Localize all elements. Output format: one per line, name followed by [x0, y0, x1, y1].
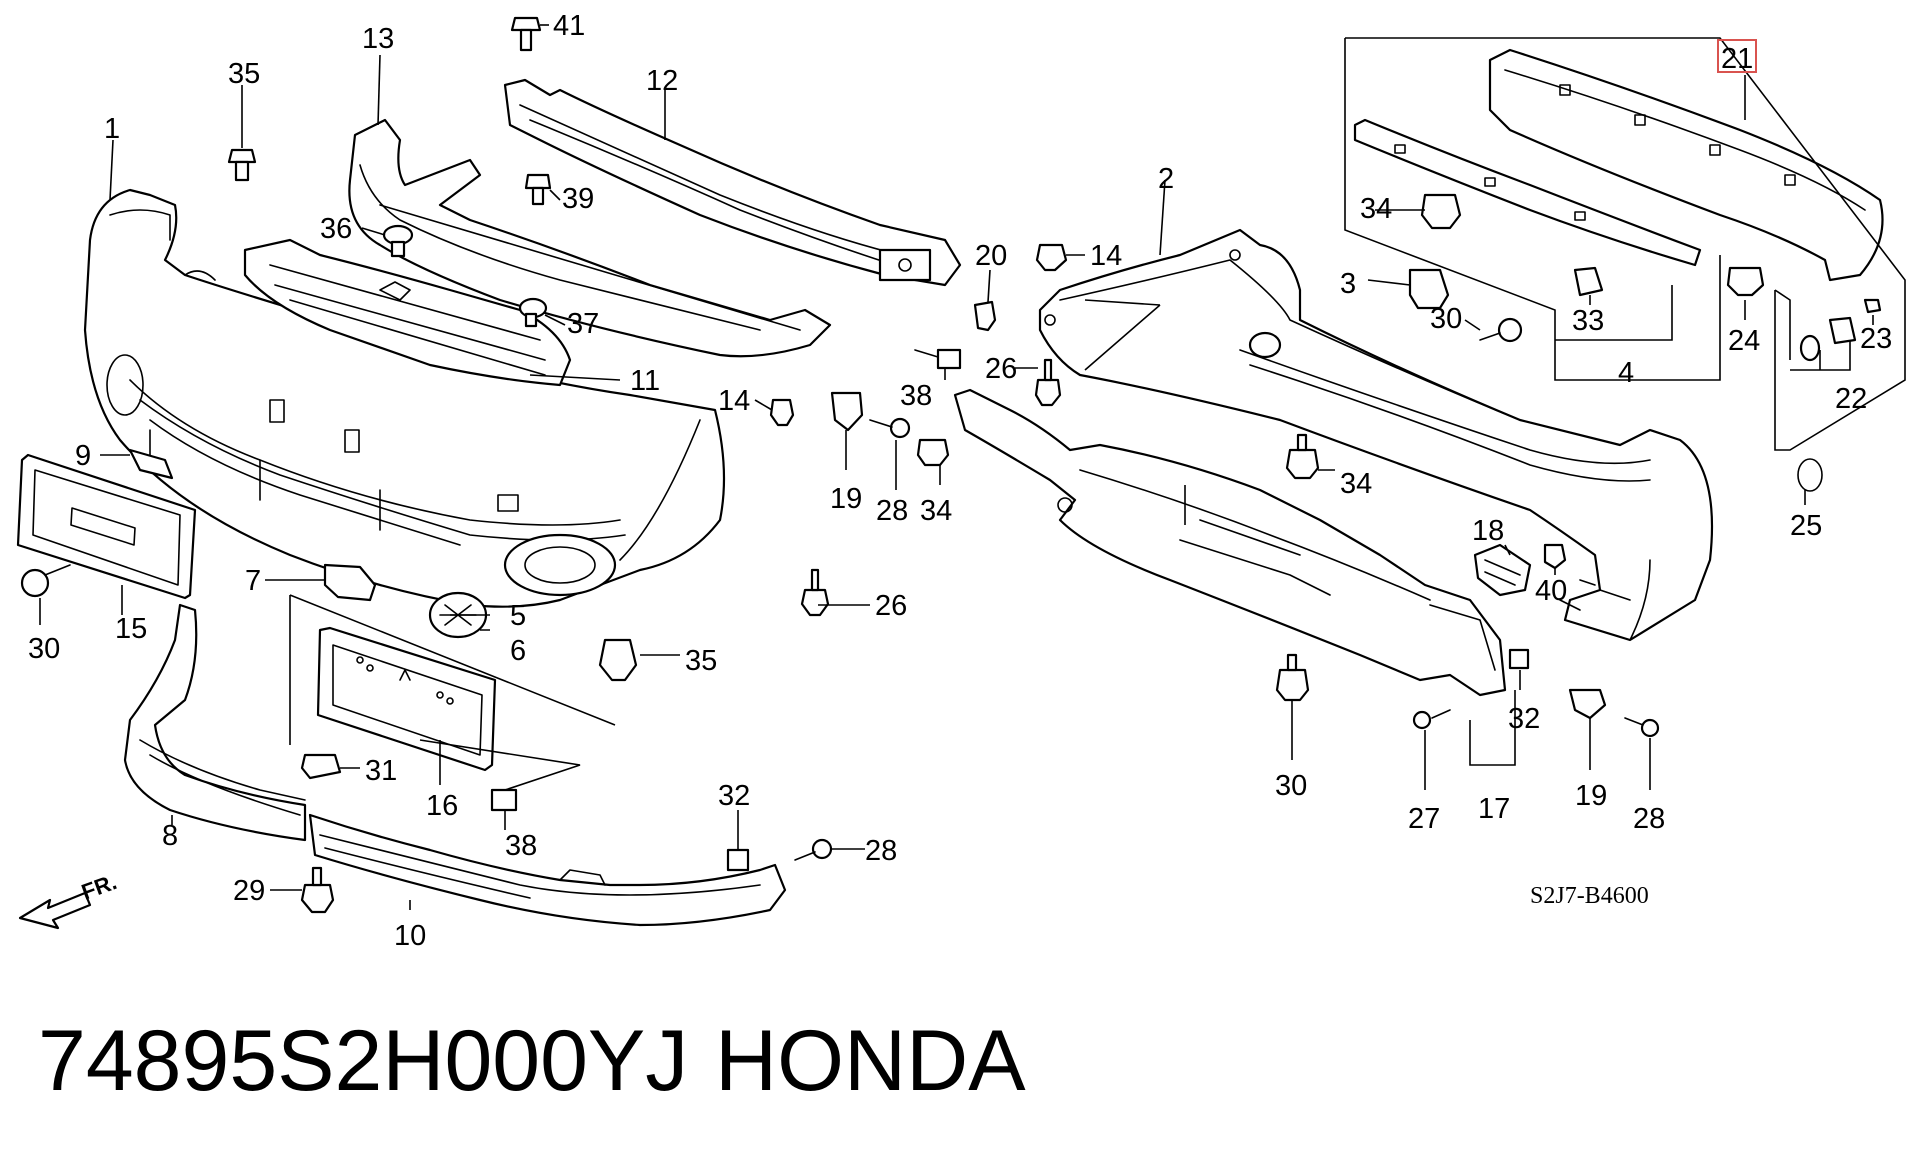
callout-9: 9 [75, 440, 91, 472]
callout-33: 33 [1572, 305, 1604, 337]
callout-25: 25 [1790, 510, 1822, 542]
callout-labels: 1 2 3 4 5 6 7 8 9 10 11 12 13 14 14 15 1… [28, 10, 1892, 952]
callout-24: 24 [1728, 325, 1760, 357]
callout-14b: 14 [1090, 240, 1122, 272]
fasteners [20, 16, 1882, 914]
brand-caption: HONDA [715, 1013, 1026, 1109]
rear-garnish [1488, 48, 1884, 282]
callout-28b: 28 [865, 835, 897, 867]
callout-36: 36 [320, 213, 352, 245]
callout-22: 22 [1835, 383, 1867, 415]
callout-26a: 26 [875, 590, 907, 622]
front-spoiler-left [123, 603, 307, 842]
callout-13: 13 [362, 23, 394, 55]
callout-34a: 34 [1360, 193, 1392, 225]
callout-30a: 30 [28, 633, 60, 665]
grouping-brackets [289, 37, 1906, 791]
callout-30c: 30 [1275, 770, 1307, 802]
callout-17: 17 [1478, 793, 1510, 825]
callout-39: 39 [562, 183, 594, 215]
front-direction-arrow: FR. [18, 869, 120, 930]
rear-strip [1353, 118, 1702, 267]
callout-21: 21 [1721, 43, 1753, 75]
part-number-caption: 74895S2H000YJ [38, 1013, 688, 1109]
callout-34b: 34 [920, 495, 952, 527]
front-bumper-face [83, 188, 726, 608]
callout-7: 7 [245, 565, 261, 597]
callout-14a: 14 [718, 385, 750, 417]
callout-23: 23 [1860, 323, 1892, 355]
callout-18: 18 [1472, 515, 1504, 547]
callout-29: 29 [233, 875, 265, 907]
callout-31: 31 [365, 755, 397, 787]
rear-under-cover [953, 388, 1507, 697]
callout-11: 11 [630, 365, 660, 397]
callout-28c: 28 [1633, 803, 1665, 835]
callout-20: 20 [975, 240, 1007, 272]
callout-10: 10 [394, 920, 426, 952]
callout-32a: 32 [718, 780, 750, 812]
callout-16: 16 [426, 790, 458, 822]
callout-2: 2 [1158, 163, 1174, 195]
callout-35a: 35 [228, 58, 260, 90]
license-plate-bracket [316, 626, 497, 772]
callout-4: 4 [1618, 357, 1634, 389]
callout-28a: 28 [876, 495, 908, 527]
highlight-box [1717, 39, 1757, 73]
callout-34c: 34 [1340, 468, 1372, 500]
callout-6: 6 [510, 635, 526, 667]
callout-27: 27 [1408, 803, 1440, 835]
callout-8: 8 [162, 820, 178, 852]
callout-32b: 32 [1508, 703, 1540, 735]
callout-12: 12 [646, 65, 678, 97]
leader-lines [39, 24, 1874, 910]
callout-41: 41 [553, 10, 585, 42]
callout-19b: 19 [1575, 780, 1607, 812]
callout-19a: 19 [830, 483, 862, 515]
upper-grille [243, 238, 572, 387]
front-beam [503, 78, 962, 287]
callout-30b: 30 [1430, 303, 1462, 335]
rear-bumper-face [1038, 228, 1714, 642]
callout-40: 40 [1535, 575, 1567, 607]
callout-1: 1 [104, 113, 120, 145]
callout-26b: 26 [985, 353, 1017, 385]
license-garnish [16, 453, 197, 600]
callout-3: 3 [1340, 268, 1356, 300]
callout-37: 37 [567, 308, 599, 340]
callout-35b: 35 [685, 645, 717, 677]
callout-38b: 38 [505, 830, 537, 862]
front-lower-lip [308, 813, 787, 927]
callout-15: 15 [115, 613, 147, 645]
front-direction-label: FR. [78, 869, 120, 905]
diagram-reference-code: S2J7-B4600 [1530, 883, 1649, 909]
callout-5: 5 [510, 600, 526, 632]
rear-bracket [1473, 543, 1532, 597]
callout-38a: 38 [900, 380, 932, 412]
